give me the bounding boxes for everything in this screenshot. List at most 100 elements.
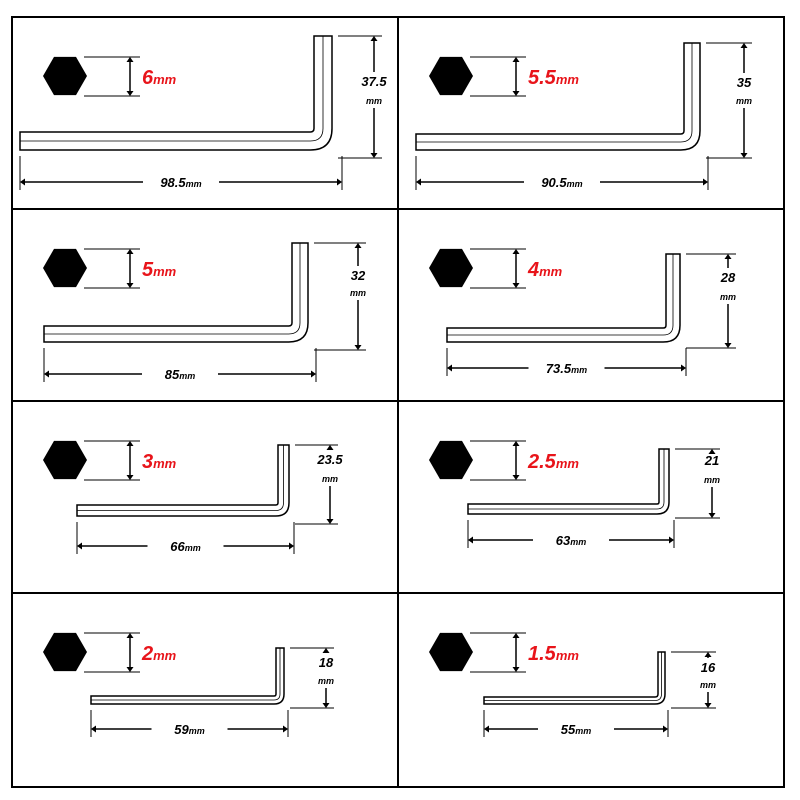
- short-arm-arrow-down: [704, 703, 712, 708]
- short-arm-arrow-down: [322, 703, 330, 708]
- long-arm-arrow-right: [337, 178, 342, 186]
- wrench-body: [483, 651, 666, 705]
- hex-size-arrow-down: [512, 91, 520, 96]
- long-arm-length-value: 66: [170, 539, 185, 554]
- long-arm-length-unit: mm: [189, 726, 205, 736]
- hex-size-arrow-down: [512, 475, 520, 480]
- short-arm-arrow-up: [326, 445, 334, 450]
- long-arm-arrow-right: [289, 542, 294, 550]
- short-arm-length-value: 32: [351, 268, 366, 283]
- wrench-body: [415, 42, 701, 151]
- hex-size-unit: mm: [556, 72, 580, 87]
- hex-size-arrow-down: [512, 667, 520, 672]
- long-arm-arrow-left: [416, 178, 421, 186]
- short-arm-arrow-up: [704, 652, 712, 657]
- wrench-body: [19, 35, 333, 151]
- hex-size-arrow-up: [126, 57, 134, 62]
- long-arm-length-unit: mm: [570, 537, 586, 547]
- short-arm-arrow-down: [326, 519, 334, 524]
- wrench-facet-line: [468, 449, 665, 510]
- long-arm-arrow-right: [703, 178, 708, 186]
- hex-size-unit: mm: [153, 72, 177, 87]
- short-arm-arrow-up: [322, 648, 330, 653]
- short-arm-arrow-down: [354, 345, 362, 350]
- wrench-cell-5: 5mm 85mm 32 mm: [43, 242, 366, 382]
- short-arm-arrow-up: [740, 43, 748, 48]
- hex-size-label: 3mm: [142, 451, 177, 473]
- hex-size-unit: mm: [153, 648, 177, 663]
- short-arm-length-value: 18: [319, 655, 334, 670]
- hex-size-label: 5mm: [142, 259, 177, 281]
- short-arm-arrow-up: [354, 243, 362, 248]
- wrench-body: [76, 444, 290, 517]
- hex-size-unit: mm: [556, 648, 580, 663]
- long-arm-arrow-left: [468, 536, 473, 544]
- long-arm-length-value: 63: [556, 533, 571, 548]
- long-arm-arrow-left: [44, 370, 49, 378]
- hex-size-label: 4mm: [527, 259, 563, 281]
- long-arm-arrow-left: [91, 725, 96, 733]
- short-arm-length-unit: mm: [704, 475, 720, 485]
- hex-size-arrow-up: [126, 249, 134, 254]
- long-arm-arrow-right: [283, 725, 288, 733]
- hex-size-label: 1.5mm: [528, 643, 579, 665]
- long-arm-arrow-left: [77, 542, 82, 550]
- hexagon-icon: [429, 56, 473, 96]
- long-arm-length-unit: mm: [179, 371, 195, 381]
- short-arm-length-unit: mm: [720, 292, 736, 302]
- hex-size-unit: mm: [153, 264, 177, 279]
- short-arm-length-value: 21: [704, 453, 719, 468]
- short-arm-length-value: 23.5: [316, 452, 343, 467]
- hex-size-unit: mm: [539, 264, 563, 279]
- wrench-body: [43, 242, 309, 343]
- short-arm-length-unit: mm: [322, 474, 338, 484]
- hex-size-arrow-up: [512, 249, 520, 254]
- hex-size-number: 4: [527, 259, 539, 281]
- hex-size-arrow-up: [512, 633, 520, 638]
- long-arm-length-unit: mm: [567, 179, 583, 189]
- long-arm-length-value: 59: [174, 722, 189, 737]
- long-arm-arrow-left: [484, 725, 489, 733]
- long-arm-length-label: 85mm: [165, 367, 195, 382]
- hex-size-arrow-down: [126, 667, 134, 672]
- short-arm-arrow-up: [724, 254, 732, 259]
- long-arm-length-label: 90.5mm: [541, 175, 582, 190]
- long-arm-length-value: 90.5: [541, 175, 567, 190]
- wrench-body: [467, 448, 670, 515]
- wrench-facet-line: [484, 652, 662, 701]
- hex-size-label: 6mm: [142, 67, 177, 89]
- hex-size-arrow-down: [126, 91, 134, 96]
- hex-size-label: 2mm: [141, 643, 177, 665]
- long-arm-arrow-right: [663, 725, 668, 733]
- wrench-body: [446, 253, 681, 343]
- long-arm-length-label: 63mm: [556, 533, 586, 548]
- short-arm-length-unit: mm: [366, 96, 382, 106]
- hex-size-number: 6: [142, 67, 154, 89]
- hexagon-icon: [429, 248, 473, 288]
- hexagon-icon: [429, 440, 473, 480]
- hex-size-number: 1.5: [528, 643, 557, 665]
- wrench-facet-line: [44, 243, 301, 335]
- hexagon-icon: [43, 248, 87, 288]
- hex-size-arrow-down: [126, 475, 134, 480]
- hex-size-number: 3: [142, 451, 153, 473]
- long-arm-length-label: 55mm: [561, 722, 591, 737]
- hex-size-number: 2: [141, 643, 153, 665]
- short-arm-length-value: 37.5: [361, 74, 387, 89]
- hex-size-number: 5.5: [528, 67, 557, 89]
- long-arm-arrow-left: [20, 178, 25, 186]
- hex-size-arrow-down: [126, 283, 134, 288]
- long-arm-length-label: 98.5mm: [160, 175, 201, 190]
- hexagon-icon: [43, 632, 87, 672]
- long-arm-length-unit: mm: [186, 179, 202, 189]
- hex-size-arrow-down: [512, 283, 520, 288]
- hex-size-label: 2.5mm: [527, 451, 579, 473]
- long-arm-length-label: 59mm: [174, 722, 204, 737]
- hex-size-arrow-up: [512, 441, 520, 446]
